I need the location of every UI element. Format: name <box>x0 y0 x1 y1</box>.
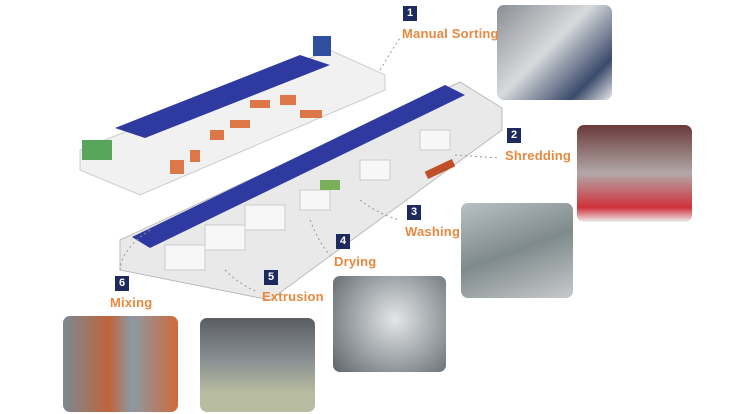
dryer-unit <box>320 180 340 190</box>
step-label-washing: Washing <box>405 224 461 239</box>
step-badge-2: 2 <box>507 128 521 143</box>
mixing-photo <box>63 316 178 412</box>
manual-sorting-photo <box>497 5 612 100</box>
solar-panels-upper <box>115 55 330 138</box>
step-badge-5: 5 <box>264 270 278 285</box>
leader-lines <box>119 37 501 293</box>
step-label-mixing: Mixing <box>110 295 153 310</box>
step-label-drying: Drying <box>334 254 377 269</box>
water-tank <box>313 36 331 56</box>
step-badge-4: 4 <box>336 234 350 249</box>
shredding-photo <box>577 125 692 222</box>
office-block <box>82 140 112 160</box>
washing-photo <box>461 203 573 298</box>
shredder-unit <box>424 159 456 179</box>
step-label-extrusion: Extrusion <box>262 289 324 304</box>
extrusion-photo <box>200 318 315 412</box>
step-label-shredding: Shredding <box>505 148 572 163</box>
interior-rooms <box>164 129 451 271</box>
solar-panels-lower <box>132 85 465 248</box>
drying-photo <box>333 276 446 372</box>
step-badge-3: 3 <box>407 205 421 220</box>
step-badge-1: 1 <box>403 6 417 21</box>
step-badge-6: 6 <box>115 276 129 291</box>
sorting-machinery <box>170 95 322 174</box>
step-label-manual-sorting: Manual Sorting <box>402 26 499 41</box>
